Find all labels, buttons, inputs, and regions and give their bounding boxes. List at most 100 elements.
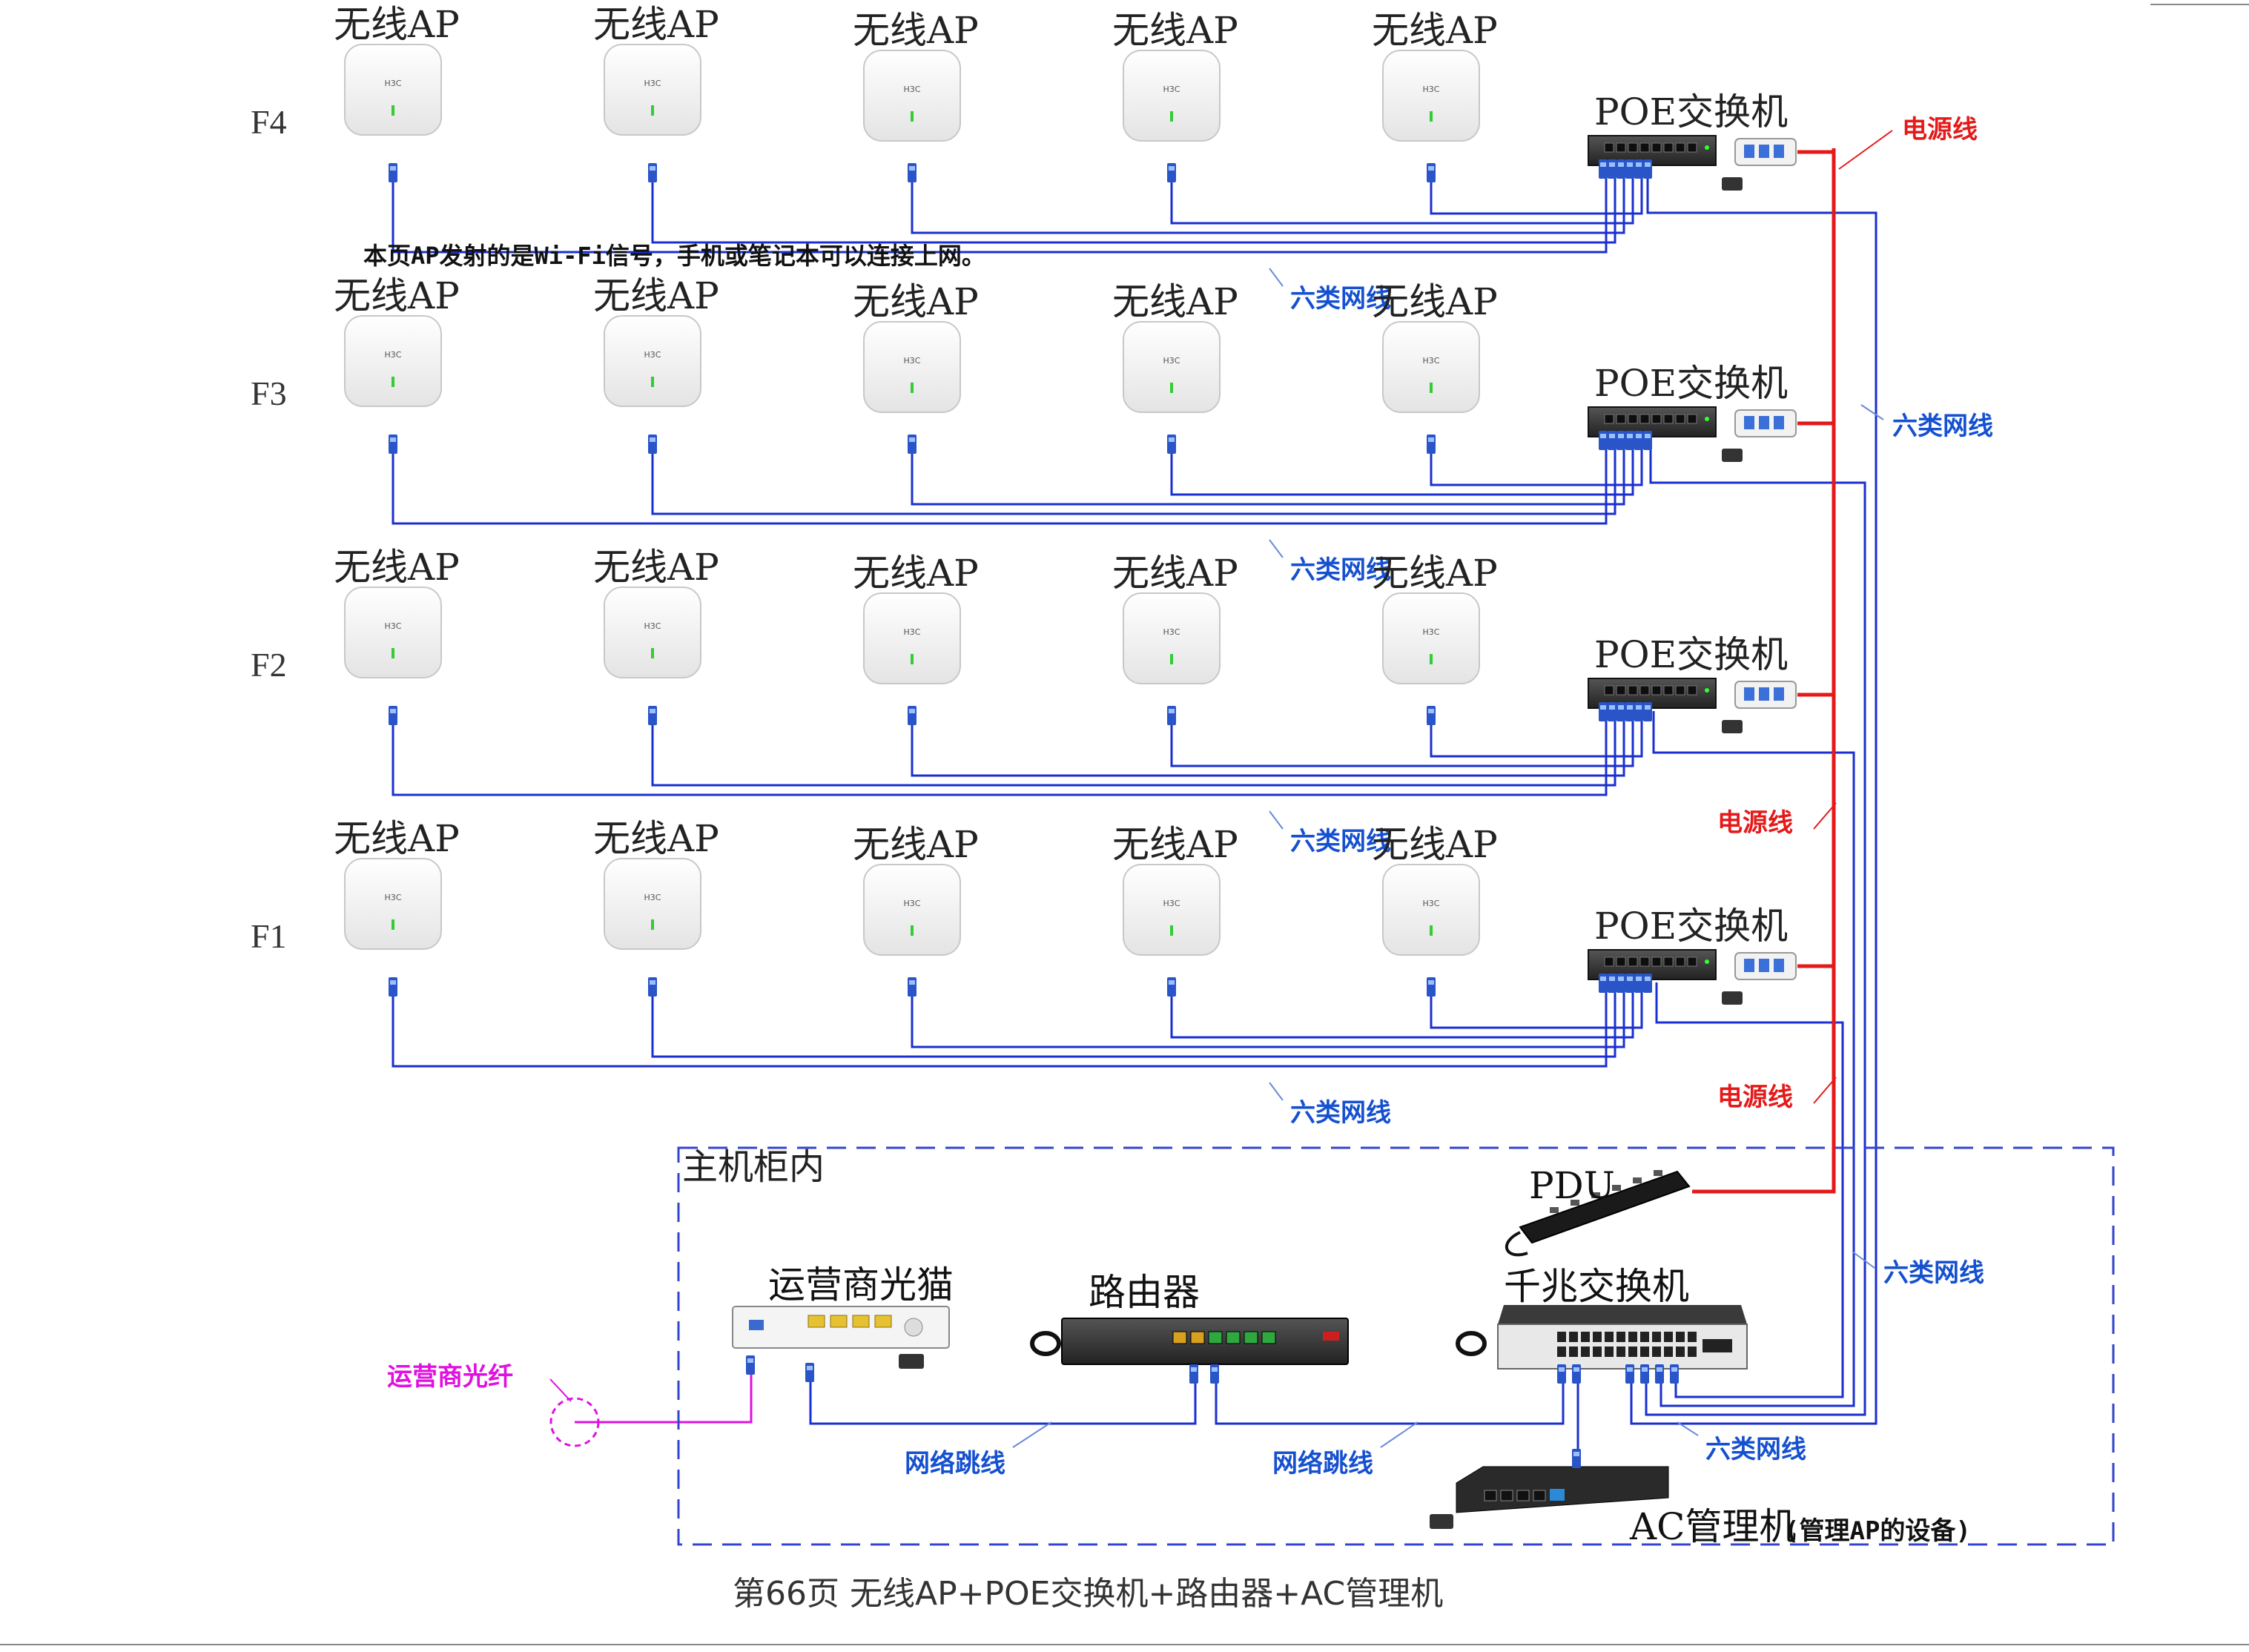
core-switch-logo [1703, 1339, 1732, 1352]
poe-switch-led [1705, 688, 1709, 693]
ap-brand-text: H3C [1423, 627, 1440, 637]
rj45-plug [908, 706, 917, 725]
ap-plug-F3-5 [1427, 435, 1436, 454]
wireless-ap-F3-2: H3C [604, 315, 701, 407]
poe-switch-port [1628, 956, 1638, 967]
rj45-tip [1600, 162, 1606, 167]
ap-label-F3-5: 无线AP [1372, 280, 1498, 323]
uplink-cable-F3 [1645, 440, 1866, 1416]
ap-led [1170, 383, 1173, 393]
power-label-mid: 电源线 [1717, 808, 1793, 838]
poe-port-plug-F1-3 [1616, 974, 1625, 993]
ap-plug-F1-5 [1427, 977, 1436, 997]
poe-switch-port [1639, 956, 1650, 967]
power-label-top: 电源线 [1902, 115, 1978, 145]
ap-label-F2-1: 无线AP [334, 546, 460, 589]
rj45-tip [390, 980, 396, 985]
power-socket [1759, 416, 1769, 429]
ap-cable-F4-2 [651, 168, 1616, 244]
ap-brand-text: H3C [904, 85, 921, 94]
modem-label: 运营商光猫 [768, 1263, 954, 1306]
rj45-plug [1670, 1364, 1679, 1384]
pdu-outlet [1591, 1192, 1600, 1198]
cabinet-plug-5 [1572, 1364, 1581, 1384]
ap-led [1430, 383, 1433, 393]
poe-switch-port [1675, 956, 1685, 967]
core-switch-port [1664, 1332, 1673, 1342]
ap-led [1430, 111, 1433, 122]
power-adapter [1722, 720, 1743, 733]
ap-led [392, 919, 394, 930]
poe-switch-port [1628, 142, 1638, 153]
wireless-ap-F2-2: H3C [604, 587, 701, 678]
ap-plug-F2-3 [908, 706, 917, 725]
ap-body [863, 864, 961, 956]
core-switch [1456, 1305, 1748, 1369]
ap-brand-text: H3C [904, 627, 921, 637]
rj45-tip [1573, 1367, 1579, 1372]
router-port [1226, 1331, 1241, 1344]
core-switch-port [1676, 1347, 1685, 1357]
wireless-ap-F4-2: H3C [604, 44, 701, 136]
power-adapter [1722, 991, 1743, 1005]
power-socket [1759, 145, 1769, 158]
rj45-tip [650, 437, 655, 442]
poe-switch-port [1687, 142, 1697, 153]
ap-body [344, 44, 442, 136]
wireless-ap-F3-3: H3C [863, 321, 961, 413]
uplink-cable-F1 [1655, 982, 1844, 1398]
poe-port-plug-F4-6 [1643, 159, 1652, 179]
rj45-tip [1618, 162, 1624, 167]
router-port [1208, 1331, 1223, 1344]
rj45-plug [908, 435, 917, 454]
leader-line-F3 [1269, 539, 1284, 558]
rj45-plug [1599, 159, 1608, 179]
floor-cable-label-F2: 六类网线 [1290, 827, 1391, 856]
rj45-tip [1191, 1367, 1197, 1372]
leader-line-F1 [1269, 1082, 1284, 1101]
poe-switch-label-F4: POE交换机 [1594, 90, 1788, 133]
ap-brand-text: H3C [1163, 85, 1180, 94]
rj45-tip [1428, 709, 1434, 713]
ap-cable-F2-5 [1430, 711, 1643, 758]
rj45-plug [1634, 159, 1643, 179]
rj45-plug [389, 977, 397, 997]
rj45-plug [1616, 974, 1625, 993]
ap-led [651, 377, 654, 387]
rj45-tip [650, 166, 655, 171]
rj45-tip [1671, 1367, 1677, 1372]
cabinet-plug-2 [1189, 1364, 1198, 1384]
rj45-plug [648, 977, 657, 997]
floor-label-F1: F1 [251, 917, 287, 955]
poe-switch-label-F3: POE交换机 [1594, 362, 1788, 405]
ap-cable-F1-4 [1170, 982, 1634, 1039]
ap-body [1382, 321, 1480, 413]
ap-plug-F3-3 [908, 435, 917, 454]
ap-plug-F4-1 [389, 163, 397, 182]
ap-cable-F3-4 [1170, 440, 1634, 496]
core-switch-port [1628, 1332, 1637, 1342]
ap-cable-F3-2 [651, 440, 1616, 515]
poe-switch-port [1687, 956, 1697, 967]
rj45-plug [1608, 702, 1616, 721]
rj45-plug [648, 706, 657, 725]
ap-plug-F4-3 [908, 163, 917, 182]
poe-switch-port [1616, 956, 1626, 967]
ap-label-F2-5: 无线AP [1372, 552, 1498, 595]
poe-switch-port [1651, 142, 1662, 153]
rj45-tip [909, 709, 915, 713]
ap-plug-F4-4 [1167, 163, 1176, 182]
rj45-tip [1609, 977, 1615, 981]
cabinet-title: 主机柜内 [682, 1146, 825, 1188]
floor-cable-label-F1: 六类网线 [1290, 1098, 1391, 1128]
note-text: 本页AP发射的是Wi-Fi信号，手机或笔记本可以连接上网。 [363, 242, 985, 270]
poe-switch-port [1639, 414, 1650, 424]
core-switch-port [1593, 1332, 1602, 1342]
poe-switch-port [1604, 685, 1614, 696]
rj45-tip [1169, 166, 1175, 171]
core-switch-port [1569, 1332, 1578, 1342]
poe-port-plug-F4-4 [1625, 159, 1634, 179]
core-switch-port [1640, 1347, 1649, 1357]
poe-port-plug-F4-2 [1608, 159, 1616, 179]
poe-switch-port [1663, 956, 1674, 967]
